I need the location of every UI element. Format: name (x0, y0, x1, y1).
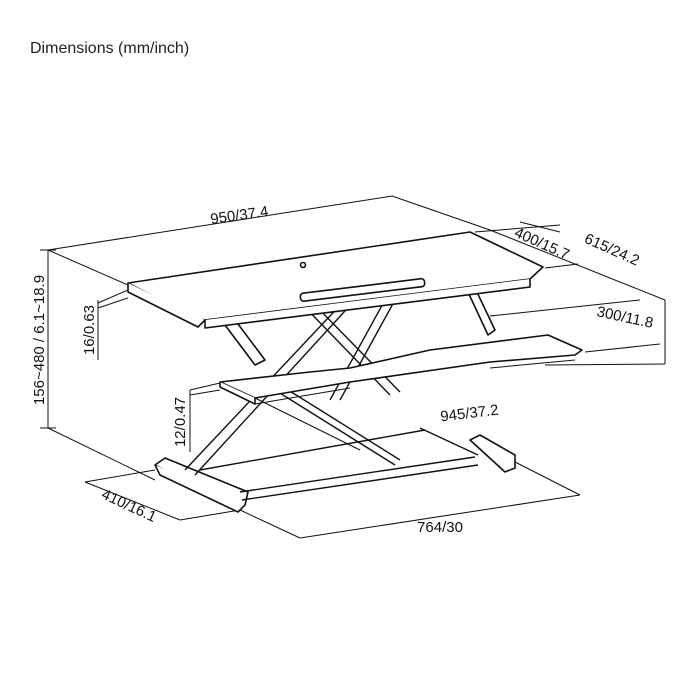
diagram-title: Dimensions (mm/inch) (30, 40, 190, 57)
cable-hole (299, 261, 307, 269)
label-base-depth: 410/16.1 (99, 486, 159, 526)
keyboard-tray (219, 334, 583, 405)
label-tray-width: 945/37.2 (439, 402, 499, 426)
label-tray-depth: 300/11.8 (595, 303, 655, 332)
label-desk-thickness: 16/0.63 (81, 305, 98, 355)
label-tray-thickness: 12/0.47 (172, 397, 189, 447)
base-frame (154, 427, 516, 513)
desktop-surface (127, 231, 544, 329)
desk-slot (299, 277, 426, 302)
dimension-lines (40, 195, 666, 539)
label-height-range: 156~480 / 6.1~18.9 (31, 275, 48, 405)
label-base-width: 764/30 (417, 519, 463, 536)
label-total-depth: 615/24.2 (582, 230, 642, 269)
label-width-total: 950/37.4 (209, 203, 269, 228)
